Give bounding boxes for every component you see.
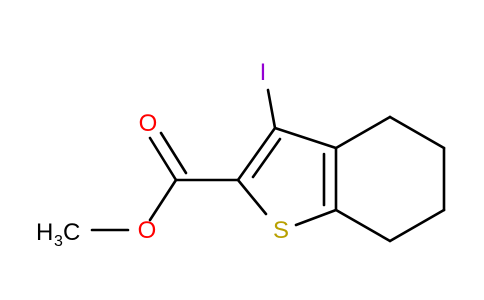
methyl-c-label: C [63,219,80,246]
bond-c6-c7 [388,208,446,243]
bond-c3-i [266,88,277,130]
carbonyl-oxygen-label: O [139,110,158,137]
bond-c4-c5 [388,115,446,150]
iodine-label: I [260,59,267,86]
bond-c3-c3a [273,126,338,150]
ester-oxygen-label: O [138,217,157,244]
methyl-h-label: H [36,219,53,246]
methyl-subscript: 3 [54,233,63,250]
bond-c7-c7a [334,208,392,243]
bond-carbonyl-o-double-a [148,136,178,182]
bond-carbonyl-oester [148,178,178,222]
bond-c7a-s [294,208,338,227]
bond-c3a-c4 [334,115,392,150]
bond-s-c2 [236,178,268,216]
bond-carbonyl-o-double-b [159,131,188,175]
bond-c2-c3 [236,126,277,182]
sulfur-label: S [273,217,289,244]
bond-c2-c3-inner [251,137,282,179]
